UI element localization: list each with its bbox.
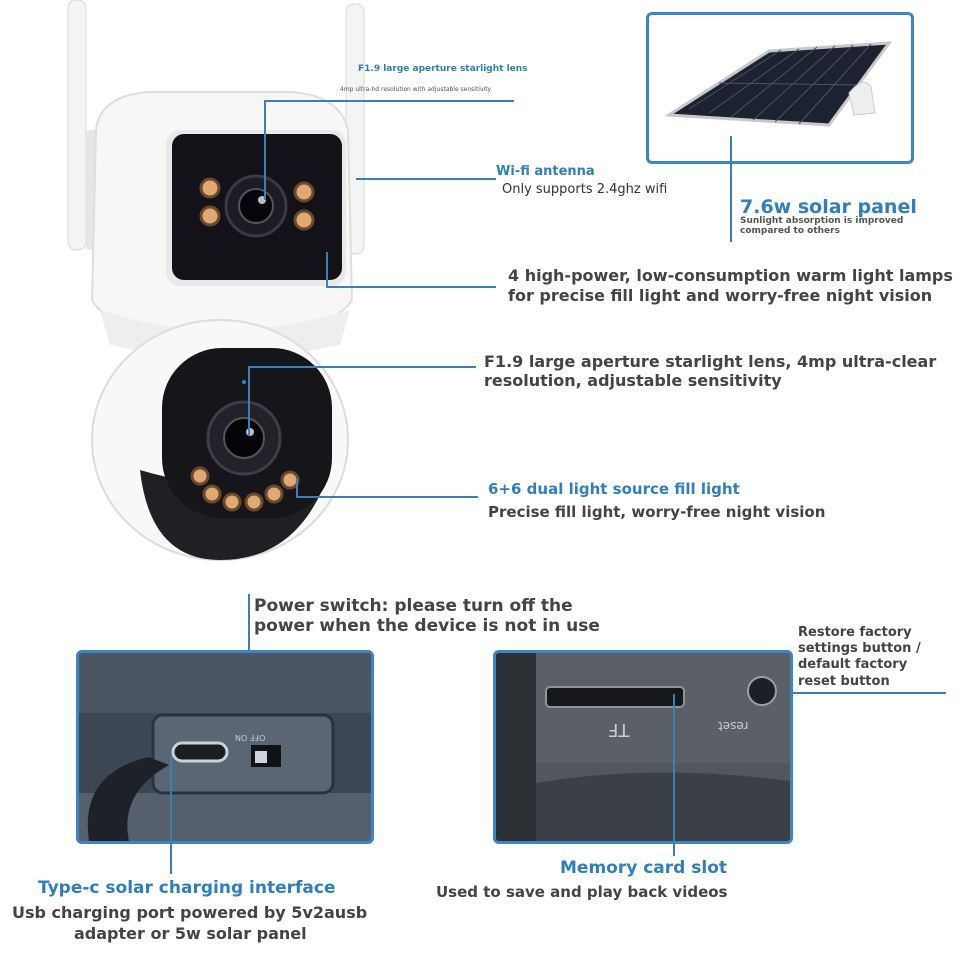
solar-panel-image — [664, 41, 893, 127]
fill-subtitle: Precise fill light, worry-free night vis… — [488, 503, 826, 521]
fill-pointer-v — [296, 478, 298, 498]
typec-pointer — [170, 756, 172, 874]
solar-subtitle-1: Sunlight absorption is improved — [740, 216, 904, 226]
top-lens-subtitle: 4mp ultra-hd resolution with adjustable … — [340, 86, 492, 93]
typec-photo — [79, 653, 371, 841]
power-line-2: power when the device is not in use — [254, 616, 600, 636]
reset-line-1: Restore factory — [798, 625, 912, 640]
memory-subtitle: Used to save and play back videos — [436, 883, 728, 901]
lens-pointer-h — [248, 366, 476, 368]
reset-line-3: default factory — [798, 657, 908, 672]
wifi-title: Wi-fi antenna — [496, 164, 595, 179]
wifi-pointer — [356, 178, 496, 180]
memory-title: Memory card slot — [560, 858, 727, 878]
top-lens-pointer-v — [264, 100, 266, 200]
memory-photo — [496, 653, 790, 841]
switch-label: OFF ON — [235, 733, 266, 742]
reset-pointer — [770, 692, 946, 694]
slot-label: TF — [608, 719, 630, 740]
left-antenna — [67, 0, 87, 251]
fill-title: 6+6 dual light source fill light — [488, 480, 740, 498]
lamps-pointer-h — [326, 286, 496, 288]
reset-line-2: settings button / — [798, 641, 921, 656]
solar-title: 7.6w solar panel — [740, 196, 917, 218]
typec-photo-panel: OFF ON — [76, 650, 374, 844]
typec-title: Type-c solar charging interface — [38, 878, 336, 898]
lens-line-2: resolution, adjustable sensitivity — [484, 371, 782, 390]
fill-pointer-h — [296, 496, 478, 498]
lamps-line-1: 4 high-power, low-consumption warm light… — [508, 266, 953, 285]
lens-pointer-v — [248, 366, 250, 436]
solar-subtitle-2: compared to others — [740, 226, 840, 236]
memory-photo-panel: TF reset — [493, 650, 793, 844]
lens-line-1: F1.9 large aperture starlight lens, 4mp … — [484, 352, 937, 371]
typec-line-1: Usb charging port powered by 5v2ausb — [12, 903, 368, 922]
wifi-subtitle: Only supports 2.4ghz wifi — [502, 182, 668, 197]
solar-pointer — [730, 136, 732, 242]
memory-pointer — [673, 694, 675, 856]
top-lens-title: F1.9 large aperture starlight lens — [358, 64, 528, 74]
power-line-1: Power switch: please turn off the — [254, 596, 573, 616]
top-lens-pointer-h — [264, 100, 514, 102]
reset-label: reset — [718, 719, 749, 733]
solar-panel-frame — [646, 12, 914, 164]
lamps-pointer-v — [326, 252, 328, 288]
lamps-line-2: for precise fill light and worry-free ni… — [508, 286, 933, 305]
camera-illustration — [67, 0, 365, 561]
typec-line-2: adapter or 5w solar panel — [74, 924, 307, 943]
reset-line-4: reset button — [798, 674, 890, 689]
